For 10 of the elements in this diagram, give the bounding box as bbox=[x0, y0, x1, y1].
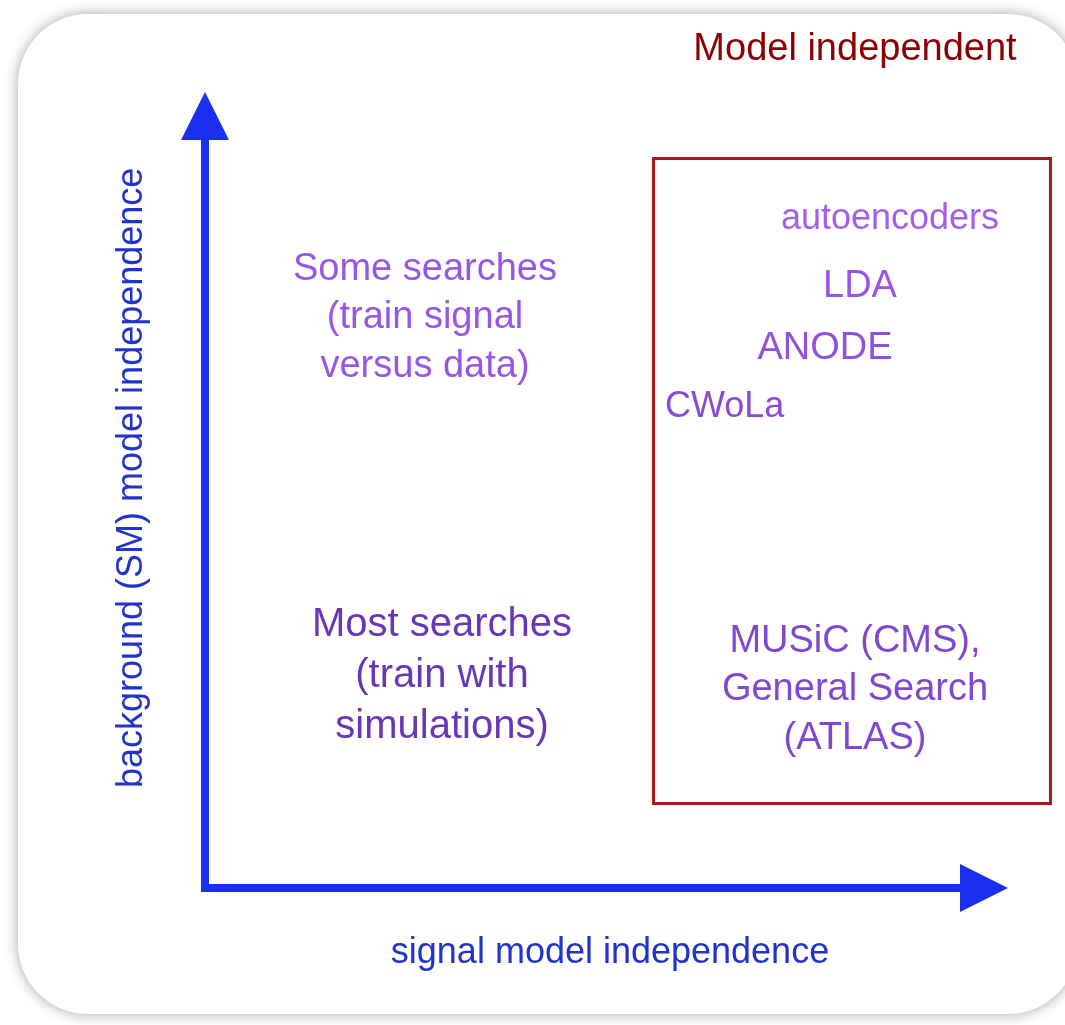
quadrant-label: Most searches (train with simulations) bbox=[310, 599, 574, 748]
method-label: CWoLa bbox=[665, 383, 786, 427]
axis-title: background (SM) model independence bbox=[108, 166, 152, 791]
axis-title: signal model independence bbox=[389, 929, 831, 973]
method-label: LDA bbox=[822, 262, 898, 307]
box-heading: Model independent bbox=[692, 25, 1018, 70]
method-label: ANODE bbox=[756, 324, 894, 369]
method-label: autoencoders bbox=[779, 195, 1001, 239]
quadrant-label: Some searches (train signal versus data) bbox=[292, 245, 558, 387]
method-label: MUSiC (CMS), General Search (ATLAS) bbox=[720, 617, 990, 759]
